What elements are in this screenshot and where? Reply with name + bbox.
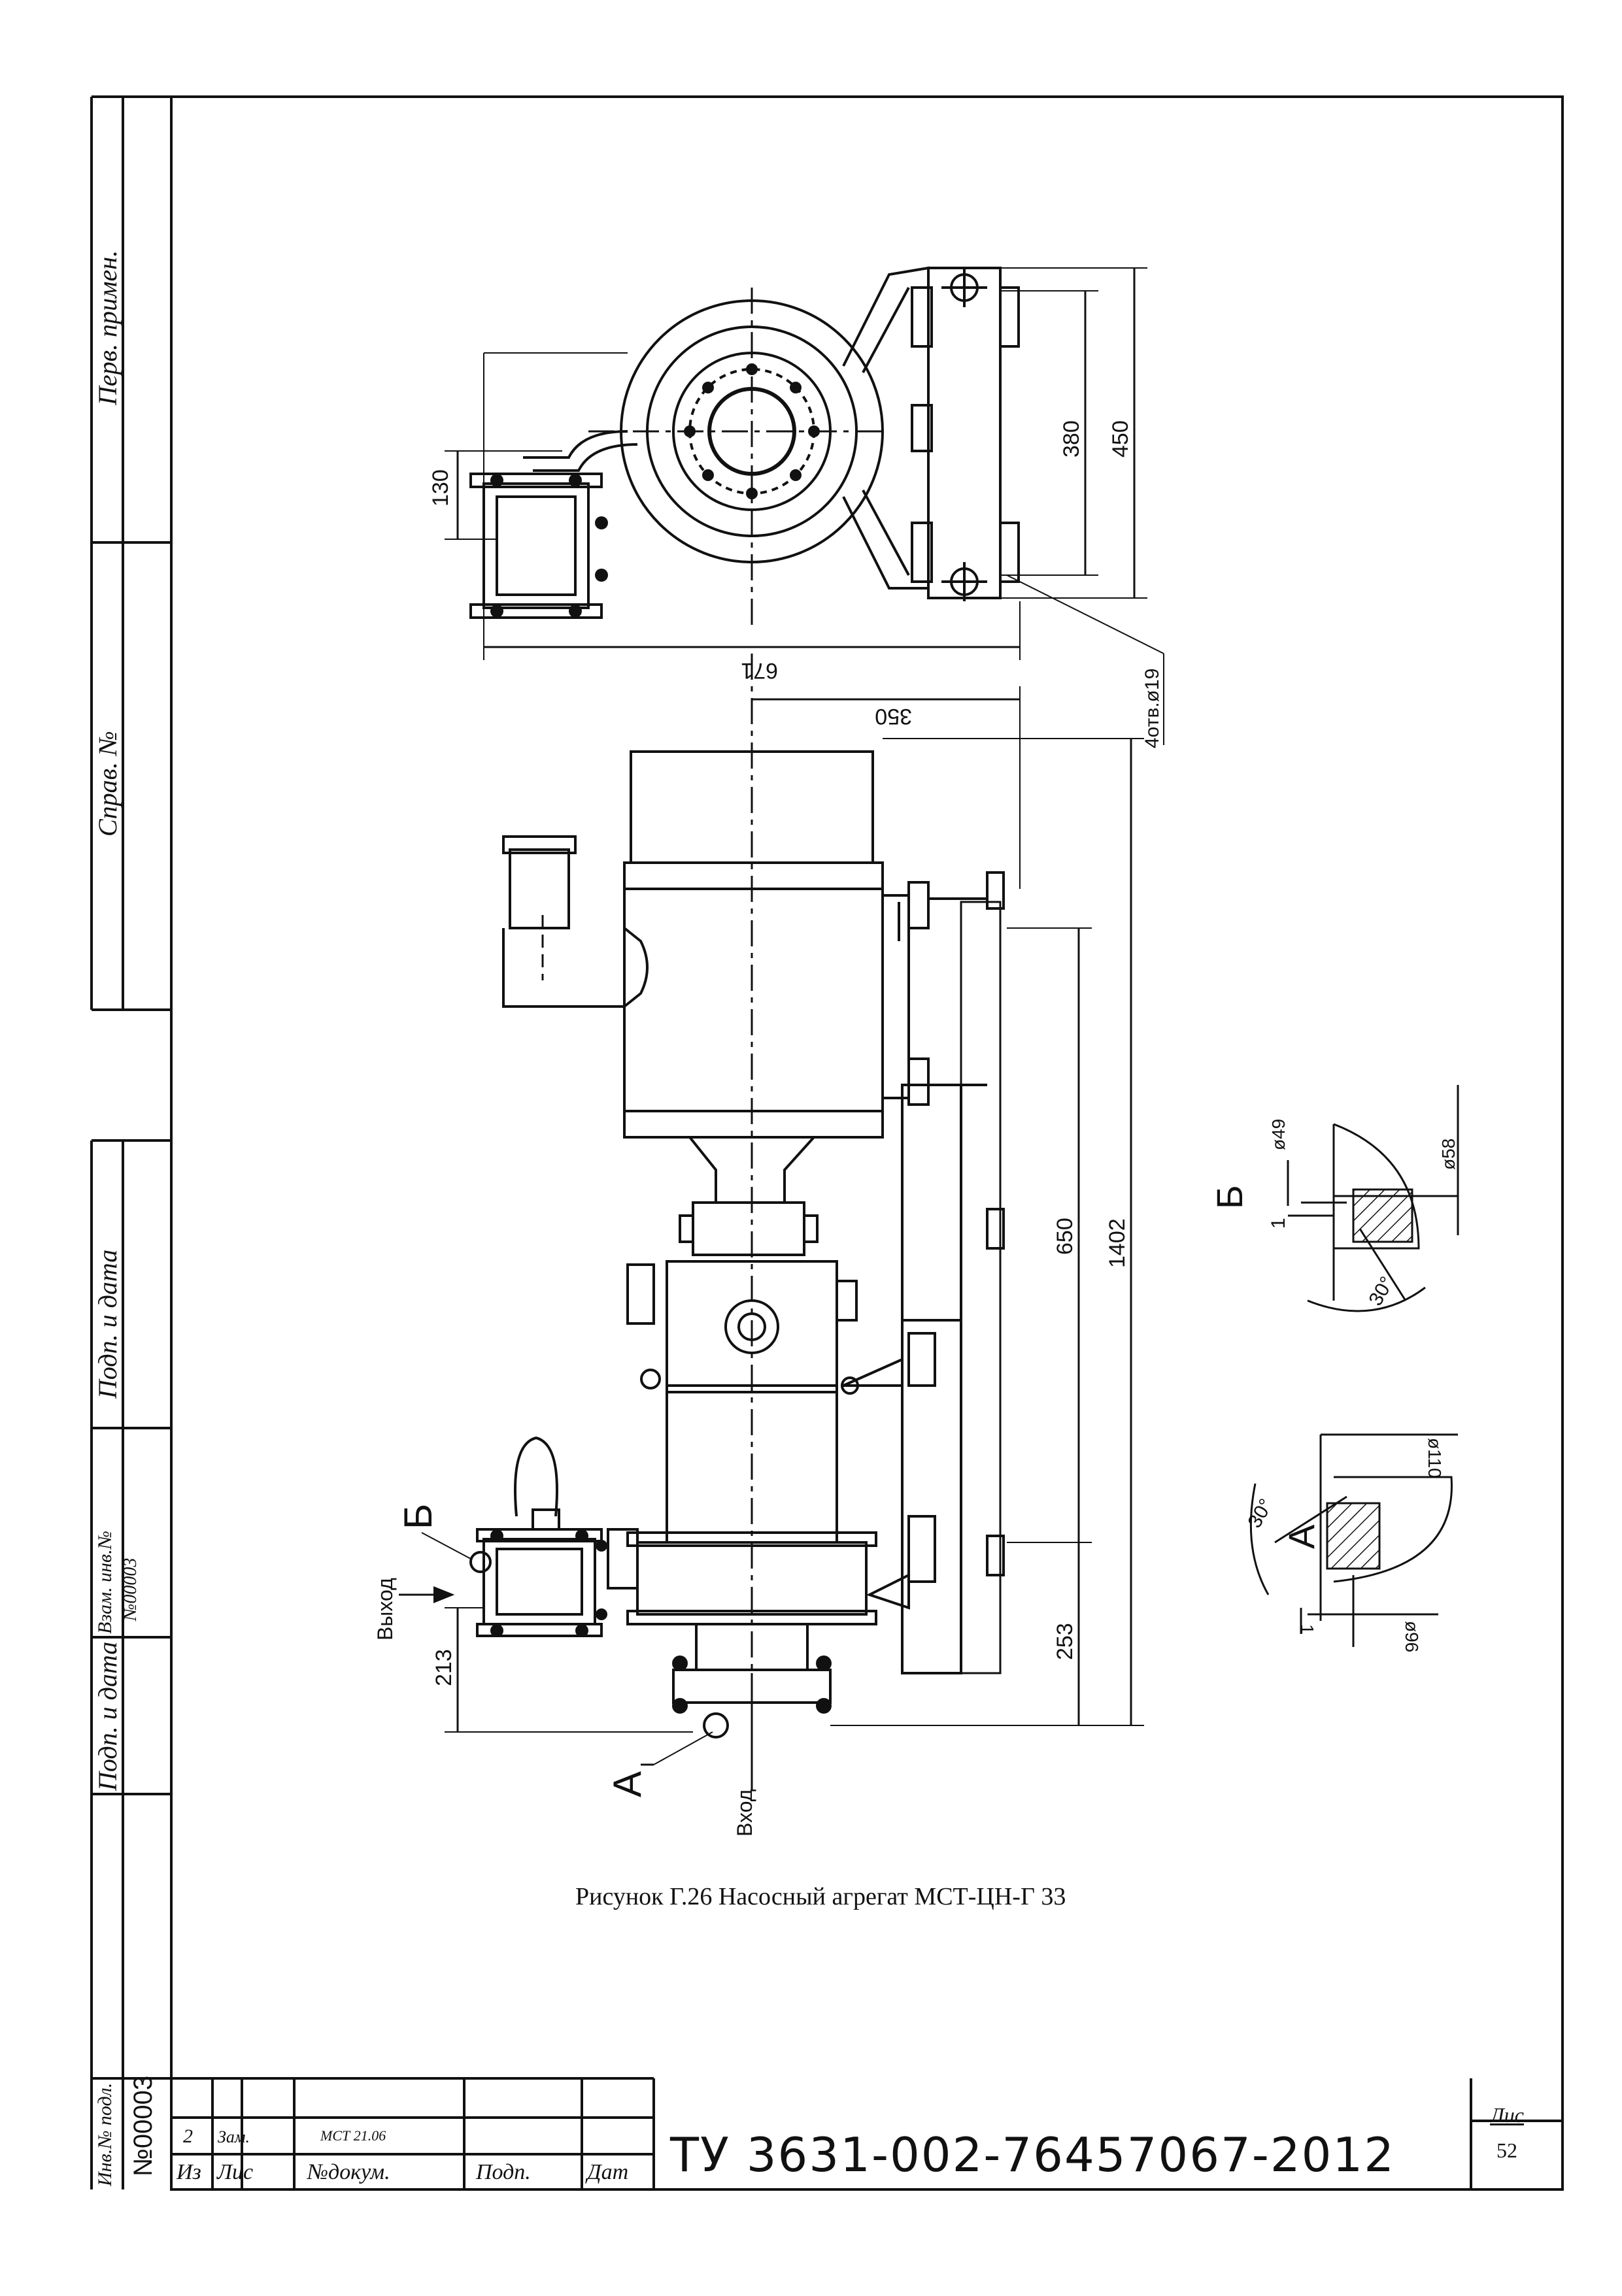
dim-380: 380 <box>1059 420 1084 458</box>
end-view <box>445 266 1164 745</box>
dim-450: 450 <box>1108 420 1133 458</box>
detail-b <box>1287 1085 1459 1312</box>
stamp-vzam-inv: Взам. инв.№ <box>94 1531 116 1634</box>
hdr-podp: Подп. <box>476 2160 531 2184</box>
dim-253: 253 <box>1053 1623 1077 1660</box>
detail-b-dia58: ø58 <box>1438 1139 1459 1170</box>
label-vhod: Вход <box>733 1789 756 1837</box>
document-code: ТУ 3631-002-76457067-2012 <box>670 2127 1396 2182</box>
rev-doc: МСТ 21.06 <box>320 2127 386 2144</box>
detail-a-thick: 1 <box>1297 1624 1317 1635</box>
detail-b-thick: 1 <box>1268 1218 1289 1229</box>
dim-350: 350 <box>875 704 912 729</box>
hdr-data: Дат <box>587 2160 629 2184</box>
dim-650: 650 <box>1053 1218 1077 1255</box>
stamp-inv-podl-value: №00003 <box>129 2076 158 2176</box>
hdr-list: Лис <box>217 2160 254 2184</box>
detail-a-title: А <box>1281 1524 1322 1549</box>
dim-1402: 1402 <box>1105 1218 1130 1268</box>
hdr-izm: Из <box>177 2160 201 2184</box>
stamp-vzam-inv-value: №00003 <box>120 1558 141 1622</box>
sheet-label: Лис <box>1490 2103 1524 2127</box>
detail-a <box>1249 1433 1458 1647</box>
stamp-perv-primen: Перв. примен. <box>93 250 122 406</box>
detail-a-dia110: ø110 <box>1425 1438 1445 1478</box>
detail-b-dia49: ø49 <box>1268 1119 1289 1150</box>
dim-130: 130 <box>428 469 453 507</box>
sheet-number: 52 <box>1496 2138 1517 2162</box>
hdr-doc: №докум. <box>307 2160 390 2184</box>
label-view-b: Б <box>396 1504 440 1529</box>
stamp-inv-podl: Инв.№ подл. <box>94 2083 116 2187</box>
label-view-a: А <box>605 1771 649 1797</box>
rev-action: Зам. <box>218 2127 250 2146</box>
dim-holes: 4отв.ø19 <box>1141 669 1163 748</box>
stamp-podp-data-2: Подп. и дата <box>93 1642 122 1791</box>
detail-a-angle: 30° <box>1243 1495 1277 1532</box>
label-vyhod: Выход <box>373 1578 397 1640</box>
dim-671: 671 <box>741 658 778 683</box>
side-view <box>399 654 1144 1791</box>
detail-b-title: Б <box>1209 1185 1250 1209</box>
rev-index: 2 <box>183 2125 193 2147</box>
drawing-frame <box>170 95 1564 2191</box>
figure-caption: Рисунок Г.26 Насосный агрегат МСТ-ЦН-Г 3… <box>575 1883 1066 1910</box>
dim-213: 213 <box>431 1649 456 1686</box>
stamp-podp-data-1: Подп. и дата <box>93 1250 122 1399</box>
stamp-sprav-no: Справ. № <box>93 731 122 837</box>
detail-a-dia96: ø96 <box>1402 1621 1422 1652</box>
